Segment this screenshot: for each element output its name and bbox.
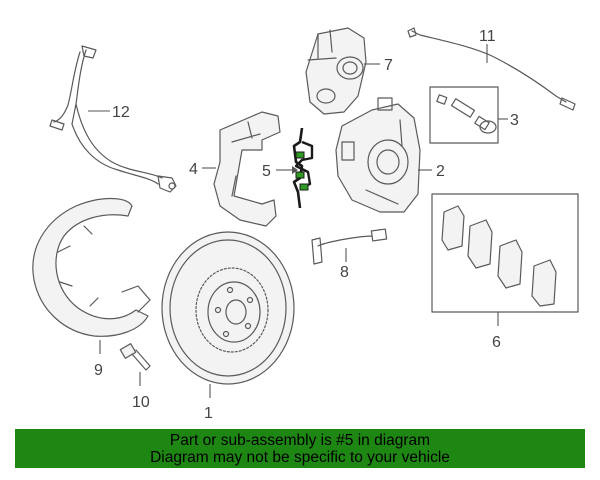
callout-8: 8	[340, 264, 349, 281]
caliper-bracket-part	[213, 111, 281, 227]
wear-sensor-wire-part	[407, 27, 576, 111]
brake-pad-set-part	[431, 193, 579, 313]
callout-2: 2	[436, 163, 445, 180]
callout-10: 10	[132, 394, 150, 411]
dust-shield-part	[32, 197, 151, 337]
callout-6: 6	[492, 334, 501, 351]
callout-4: 4	[189, 161, 198, 178]
pad-wear-sensor-part	[311, 228, 388, 265]
bolt-part	[119, 343, 151, 371]
callout-1: 1	[204, 405, 213, 422]
callout-11: 11	[479, 28, 496, 45]
callout-3: 3	[510, 112, 519, 129]
callout-9: 9	[94, 362, 103, 379]
banner-line-1: Part or sub-assembly is #5 in diagram	[169, 432, 431, 449]
brake-rotor-part	[161, 231, 295, 385]
callout-12: 12	[112, 104, 130, 121]
parking-brake-motor-part	[305, 27, 367, 115]
hardware-clip-kit-part	[292, 127, 314, 209]
banner-line-2: Diagram may not be specific to your vehi…	[150, 449, 450, 466]
leader-5-arrowhead	[292, 166, 298, 174]
caliper-part	[335, 97, 421, 213]
callout-7: 7	[384, 57, 393, 74]
callout-5: 5	[262, 163, 271, 180]
part-notice-banner: Part or sub-assembly is #5 in diagram Di…	[15, 429, 585, 468]
abs-sensor-cable-part	[49, 45, 177, 193]
guide-pin-kit-part	[429, 86, 499, 144]
